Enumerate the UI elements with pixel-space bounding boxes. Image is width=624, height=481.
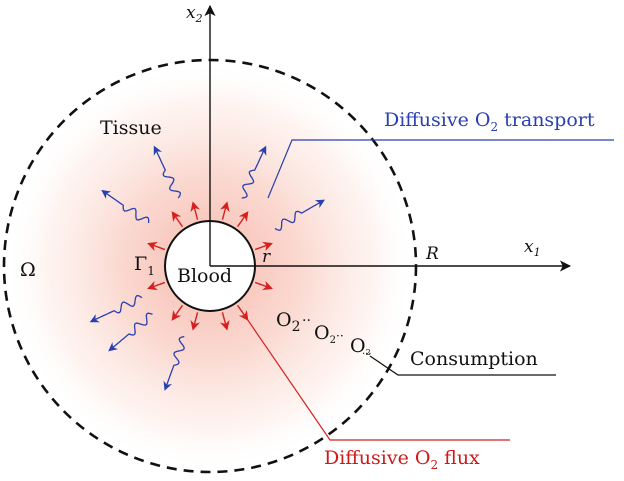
transport-arrows [89,145,325,391]
flux-arrow-10 [190,312,200,331]
flux-arrow-9 [220,312,230,331]
radius-R-label: R [425,244,439,264]
flux-arrow-12 [147,280,166,291]
transport-arrow-7 [163,335,185,391]
transport-arrow-3 [241,145,267,199]
transport-leader-line [267,139,614,199]
transport-arrow-5 [108,312,153,352]
consumption-leader-line [369,355,556,376]
flux-leader-line [242,312,510,441]
radius-r-label: r [262,247,271,267]
o2-molecule-large: O2 [276,309,301,335]
transport-label: Diffusive O2 transport [384,109,595,134]
flux-arrow-1 [147,241,166,252]
o2-molecule-medium: O2 [314,322,336,346]
o2-dots-3: ··· [362,349,372,360]
transport-arrow-4 [274,199,325,231]
transport-arrow-6 [89,294,143,323]
flux-arrow-3 [190,201,200,220]
o2-dots-1: ·· [302,313,311,329]
flux-arrow-6 [254,241,273,252]
o2-molecule-small: O2 [350,335,371,357]
flux-arrow-11 [171,304,184,321]
flux-label: Diffusive O2 flux [324,447,480,472]
omega-label: Ω [20,259,36,281]
gamma-label: Γ1 [134,253,155,278]
blood-label: Blood [177,265,232,287]
consumption-label: Consumption [410,348,538,370]
transport-arrow-2 [153,145,182,199]
x2-label: x2 [186,3,203,25]
flux-arrow-7 [254,280,273,291]
x1-label: x1 [524,237,541,259]
tissue-label: Tissue [100,117,162,139]
flux-arrow-2 [171,211,184,228]
flux-arrow-5 [236,211,249,228]
transport-arrow-1 [101,189,150,224]
o2-dots-2: ·· [336,329,344,343]
flux-arrows [147,201,273,331]
flux-arrow-4 [220,201,230,220]
